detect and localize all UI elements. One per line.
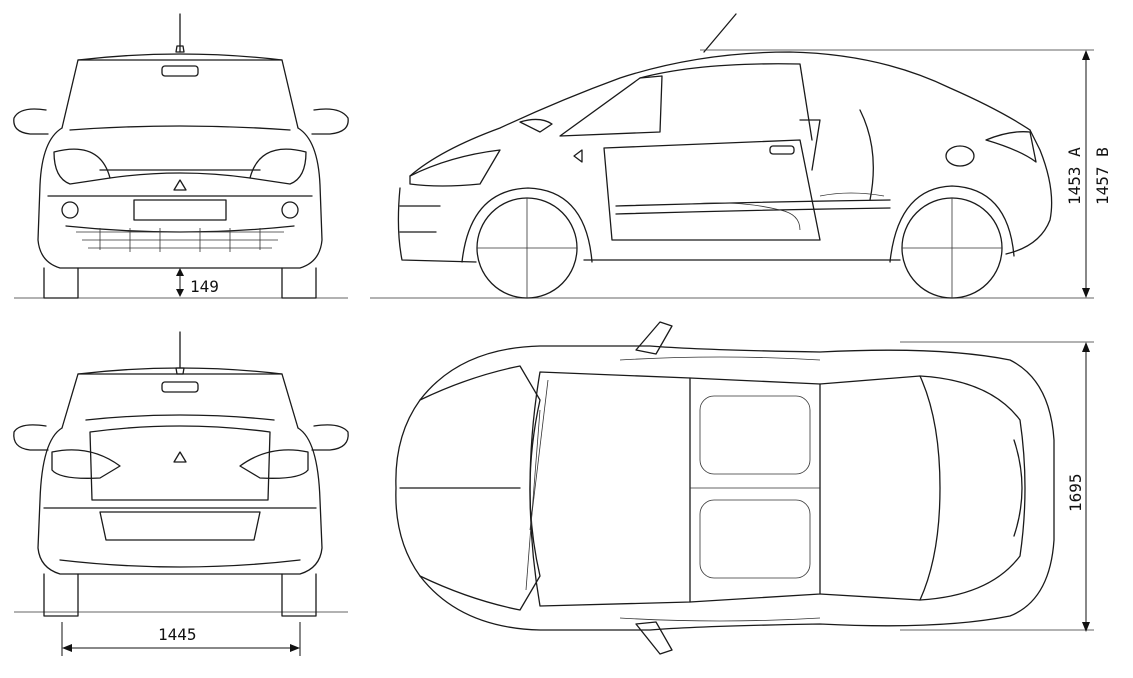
ground-clearance-label: 149: [190, 277, 219, 296]
side-view: [370, 13, 1094, 299]
height-b-label: 1457 B: [1093, 147, 1112, 205]
front-view: [13, 13, 349, 299]
overall-width-label: 1695: [1066, 473, 1085, 512]
track-width-label: 1445: [158, 625, 197, 644]
height-a-label: 1453 A: [1065, 147, 1084, 205]
top-view: [395, 321, 1094, 655]
rear-view: [13, 331, 349, 656]
